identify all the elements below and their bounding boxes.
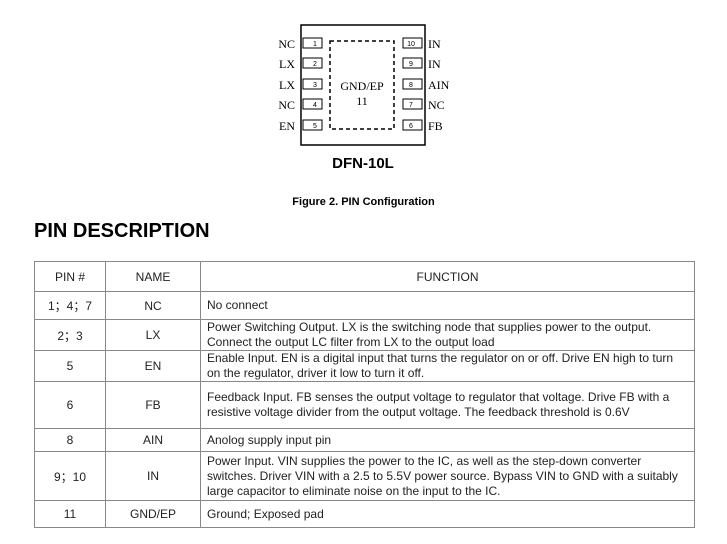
right-pin-number: 9 [409,61,413,68]
left-pin-number: 3 [313,82,317,89]
left-pin-5: EN 5 [279,119,323,133]
left-pin-number: 5 [313,123,317,130]
left-pin-label: NC [278,37,295,51]
left-pin-number: 1 [313,41,317,48]
cell-name: AIN [105,428,201,452]
table-row: 2；3 LX Power Switching Output. LX is the… [34,319,695,351]
right-pin-label: NC [428,98,445,112]
package-body [300,24,426,146]
exposed-pad-outline [329,40,395,130]
cell-function: Enable Input. EN is a digital input that… [200,350,695,382]
right-pin-10: 10 IN [402,37,441,51]
right-pin-number: 7 [409,102,413,109]
right-pin-number: 6 [409,123,413,130]
center-label-line1: GND/EP [340,79,384,93]
right-pin-label: FB [428,119,443,133]
table-row: 11 GND/EP Ground; Exposed pad [34,500,695,528]
cell-pin: 1；4；7 [34,291,106,320]
left-pin-2: LX 2 [279,57,323,71]
cell-name: IN [105,451,201,501]
header-function: FUNCTION [200,261,695,292]
cell-function: Ground; Exposed pad [200,500,695,528]
table-row: 8 AIN Anolog supply input pin [34,428,695,452]
right-pin-8: 8 AIN [402,78,450,92]
cell-pin: 8 [34,428,106,452]
pin-description-table: PIN # NAME FUNCTION 1；4；7 NC No connect … [34,261,695,528]
table-row: 1；4；7 NC No connect [34,291,695,320]
table-header-row: PIN # NAME FUNCTION [34,261,695,292]
right-pin-9: 9 IN [402,57,441,71]
cell-name: LX [105,319,201,351]
left-pin-3: LX 3 [279,78,323,92]
left-pin-4: NC 4 [278,98,323,112]
left-pin-1: NC 1 [278,37,323,51]
left-pin-number: 4 [313,102,317,109]
right-pin-number: 10 [407,41,415,48]
left-pin-label: NC [278,98,295,112]
right-pin-label: IN [428,37,441,51]
left-pin-label: EN [279,119,295,133]
table-row: 9；10 IN Power Input. VIN supplies the po… [34,451,695,501]
cell-pin: 5 [34,350,106,382]
cell-function: Feedback Input. FB senses the output vol… [200,381,695,429]
table-row: 5 EN Enable Input. EN is a digital input… [34,350,695,382]
cell-name: EN [105,350,201,382]
center-label-line2: 11 [356,94,368,108]
left-pin-number: 2 [313,61,317,68]
cell-function: No connect [200,291,695,320]
right-pin-7: 7 NC [402,98,445,112]
cell-pin: 9；10 [34,451,106,501]
right-pin-6: 6 FB [402,119,443,133]
package-name: DFN-10L [332,155,394,172]
cell-function: Power Input. VIN supplies the power to t… [200,451,695,501]
cell-pin: 11 [34,500,106,528]
table-row: 6 FB Feedback Input. FB senses the outpu… [34,381,695,429]
left-pin-label: LX [279,57,295,71]
package-diagram: GND/EP 11 NC 1 LX 2 LX 3 NC 4 EN 5 10 IN… [278,24,450,172]
cell-pin: 2；3 [34,319,106,351]
left-pin-label: LX [279,78,295,92]
right-pin-number: 8 [409,82,413,89]
header-name: NAME [105,261,201,292]
cell-pin: 6 [34,381,106,429]
section-heading: PIN DESCRIPTION [34,220,210,242]
cell-name: NC [105,291,201,320]
right-pin-label: IN [428,57,441,71]
cell-function: Power Switching Output. LX is the switch… [200,319,695,351]
cell-name: FB [105,381,201,429]
cell-function: Anolog supply input pin [200,428,695,452]
cell-name: GND/EP [105,500,201,528]
figure-caption: Figure 2. PIN Configuration [292,196,435,208]
header-pin: PIN # [34,261,106,292]
right-pin-label: AIN [428,78,450,92]
